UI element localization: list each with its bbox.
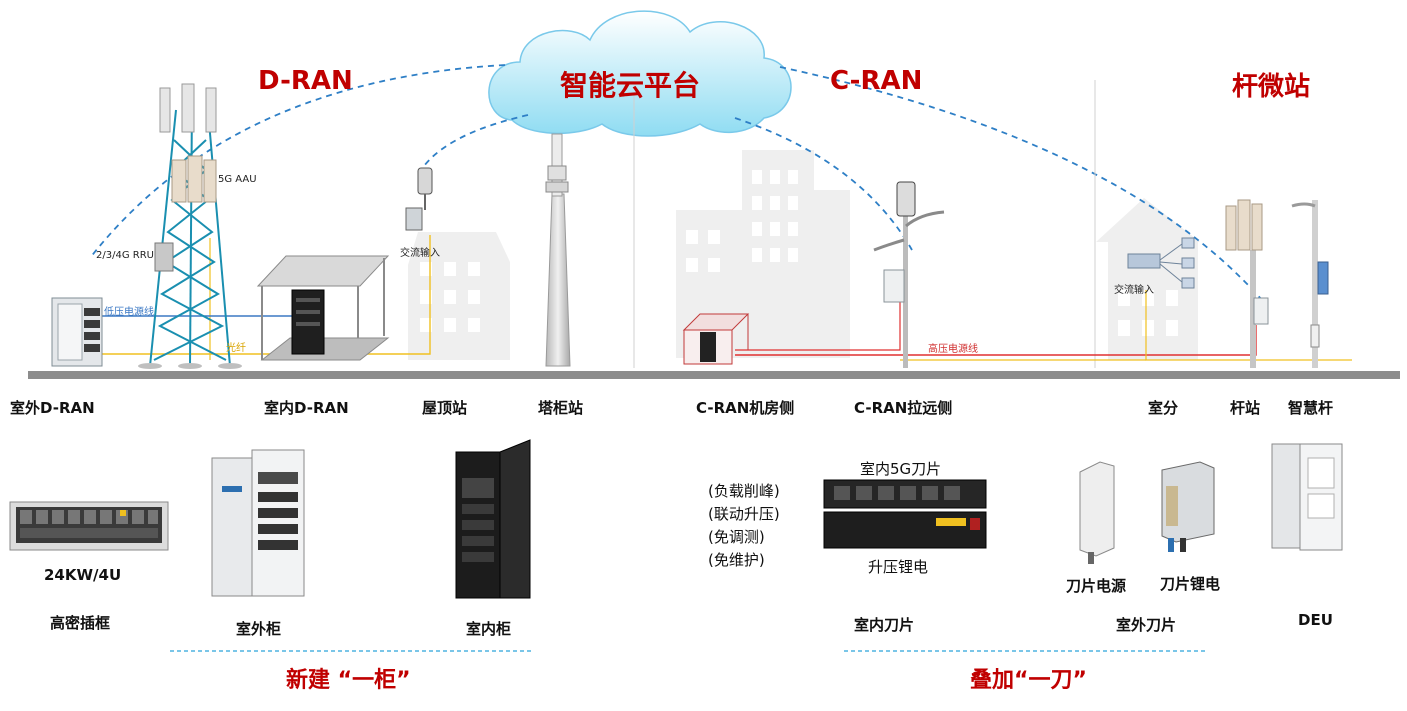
background-buildings [408,150,1200,360]
shelf-spec-label: 24KW/4U [44,566,122,584]
rru-label: 2/3/4G RRU [96,250,154,261]
deu-image [1271,443,1343,551]
cloud-shape [488,10,792,137]
dran-title: D-RAN [258,66,353,96]
pole-micro-title: 杆微站 [1232,72,1311,102]
outdoor-cabinet-image [211,449,305,597]
boost-battery-label: 升压锂电 [868,558,929,576]
aau-label: 5G AAU [218,174,257,185]
site-tower-cabinet: 塔柜站 [538,399,584,417]
outdoor-cabinet-label: 室外柜 [236,620,282,638]
tower-cabinet-site [545,133,571,367]
indoor-cabinet-image [455,439,531,599]
site-pole-station: 杆站 [1230,399,1261,417]
site-smart-pole: 智慧杆 [1288,399,1334,417]
ac-input-rooftop-label: 交流输入 [400,248,440,259]
indoor-cabinet-label: 室内柜 [466,620,512,638]
site-indoor-distribution: 室分 [1148,399,1179,417]
feature-load-peak-shaving: (负载削峰) [708,482,780,500]
low-voltage-label: 低压电源线 [104,307,154,318]
site-cran-remote: C-RAN拉远侧 [854,399,953,417]
cran-remote-pole [873,181,945,368]
smart-pole [1291,200,1329,368]
indoor-blade-images [823,479,987,549]
fiber-label: 光纤 [226,343,246,354]
cran-room [682,313,750,365]
blade-battery-label: 刀片锂电 [1160,575,1221,593]
site-indoor-dran: 室内D-RAN [264,399,349,417]
deu-label: DEU [1298,611,1333,629]
indoor-dran-shelter [256,255,390,361]
cran-title: C-RAN [830,66,923,96]
tower-antennas [138,83,242,369]
site-outdoor-dran: 室外D-RAN [10,399,95,417]
cloud-platform-title: 智能云平台 [560,69,701,102]
outdoor-blade-label: 室外刀片 [1116,616,1177,634]
outdoor-blade-images [1079,461,1215,564]
feature-linked-boost: (联动升压) [708,505,780,523]
rooftop-site [405,167,433,231]
outdoor-dran-cabinet [51,297,103,367]
ground-line [28,371,1400,379]
blade-5g-label: 室内5G刀片 [860,460,942,478]
lattice-tower [149,99,231,367]
blade-power-label: 刀片电源 [1066,577,1127,595]
site-rooftop: 屋顶站 [422,399,468,417]
indoor-distribution [1127,237,1195,289]
feature-maintenance-free: (免维护) [708,551,765,569]
ac-input-pole-label: 交流输入 [1114,285,1154,296]
pole-station [1225,199,1269,368]
overlay-blade-slogan: 叠加“一刀” [970,668,1087,693]
shelf-name-label: 高密插框 [50,614,111,632]
high-density-shelf-image [9,501,169,551]
feature-no-commissioning: (免调测) [708,528,765,546]
building-windows [420,170,1178,336]
site-cran-room: C-RAN机房侧 [696,399,795,417]
signal-links [89,64,1263,301]
high-voltage-label: 高压电源线 [928,344,978,355]
indoor-blade-label: 室内刀片 [854,616,915,634]
new-build-cabinet-slogan: 新建 “一柜” [286,668,411,693]
